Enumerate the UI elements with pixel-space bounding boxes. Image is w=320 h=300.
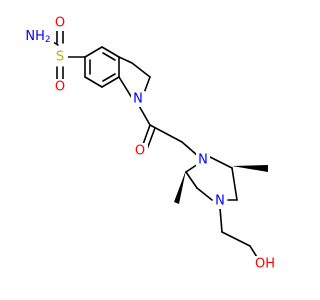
nh2-label: NH2 — [25, 29, 50, 46]
bond-c3-c2p — [231, 167, 238, 201]
bond-n1-carbonyl — [137, 103, 151, 126]
bond-c6-c5p — [185, 171, 198, 189]
bond-n4-c3 — [207, 155, 233, 169]
bond-c4-c3a-inner — [102, 52, 116, 61]
bond-c7a-c7-inner — [102, 73, 116, 82]
indoline-nitrogen-label: N — [133, 92, 143, 107]
wedge-methyl-upper-right — [232, 165, 268, 172]
bond-n1p-ch2a — [219, 207, 223, 233]
bond-c7a-c7 — [101, 76, 120, 88]
bond-n1p-c6 — [196, 187, 213, 201]
nh2-label-text: NH — [25, 29, 45, 44]
bond-layer — [44, 29, 261, 263]
molecule-structure-diagram: NH2 S O O N O N N OH — [24, 15, 278, 272]
bond-c7-c6 — [84, 76, 103, 88]
hydroxyl-label: OH — [255, 257, 275, 272]
bond-ch2-n4 — [181, 141, 199, 157]
bond-carbonyl-ch2 — [149, 124, 183, 143]
bond-n1-c7a — [118, 76, 133, 99]
wedge-methyl-lower-left — [174, 170, 186, 204]
carbonyl-oxygen-label: O — [135, 144, 145, 159]
sulfur-atom-label: S — [56, 50, 64, 65]
bond-ch2a-ch2b — [221, 231, 251, 247]
bond-c2-n1 — [143, 76, 151, 94]
sulfonyl-oxygen-top-label: O — [55, 16, 65, 31]
atom-label-layer: NH2 S O O N O N N OH — [24, 15, 278, 272]
nh2-subscript: 2 — [45, 35, 51, 45]
bond-c4-c3a — [101, 46, 120, 58]
piperazine-n1-label: N — [215, 194, 225, 209]
piperazine-n4-label: N — [198, 153, 208, 168]
bond-c3-c2 — [131, 62, 151, 78]
wedge-layer — [174, 165, 268, 204]
bond-c5-c4 — [84, 46, 103, 58]
sulfonyl-oxygen-bottom-label: O — [55, 80, 65, 95]
bond-c3a-c3 — [118, 56, 133, 64]
